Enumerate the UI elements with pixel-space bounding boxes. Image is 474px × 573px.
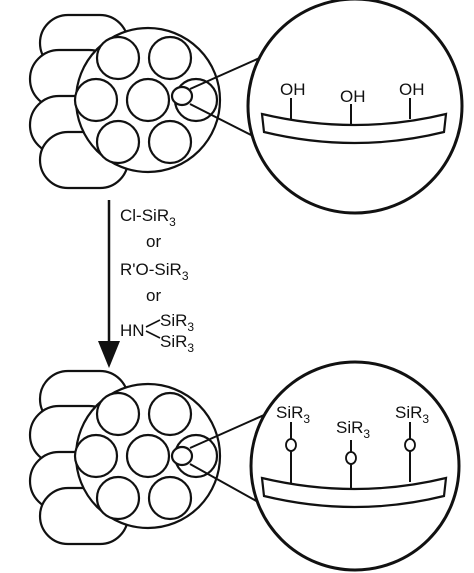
zoom-view-bottom: SiR3 SiR3 SiR3 <box>249 360 461 572</box>
or-label: or <box>146 232 161 251</box>
reagent-chlorosilane: Cl-SiR3 <box>120 206 176 229</box>
hydroxyl-label: OH <box>399 80 425 99</box>
pore-wall-surface <box>260 112 448 145</box>
pore-bundle-bottom <box>28 369 222 546</box>
reaction-arrow <box>98 200 120 368</box>
oxygen-atom <box>345 451 357 465</box>
pore-opening <box>125 433 171 479</box>
pore-opening <box>95 475 141 521</box>
pore-opening <box>73 433 119 479</box>
reagent-disilazane-lower: SiR3 <box>160 332 194 355</box>
pore-opening <box>147 391 193 437</box>
hydroxyl-label: OH <box>340 87 366 106</box>
pore-opening <box>125 77 171 123</box>
reagent-alkoxysilane: R'O-SiR3 <box>120 260 189 283</box>
pore-opening <box>95 391 141 437</box>
pore-opening <box>73 77 119 123</box>
silyl-label: SiR3 <box>336 418 370 441</box>
silyl-ether-group: SiR3 <box>336 418 370 488</box>
pore-opening <box>147 119 193 165</box>
silyl-label: SiR3 <box>276 403 310 426</box>
pore-opening <box>147 35 193 81</box>
reagent-list: Cl-SiR3 or R'O-SiR3 or HN SiR3 SiR3 <box>120 206 194 355</box>
oxygen-atom <box>285 438 297 452</box>
magnified-circle <box>246 0 464 215</box>
arrowhead <box>98 341 120 368</box>
zoom-spot <box>170 85 194 107</box>
oxygen-atom <box>404 438 416 452</box>
reagent-disilazane-upper: SiR3 <box>160 311 194 334</box>
or-label: or <box>146 286 161 305</box>
hydroxyl-label: OH <box>280 80 306 99</box>
reagent-disilazane-hn: HN <box>120 321 145 340</box>
zoom-view-top: OH OH OH <box>246 0 464 215</box>
silyl-ether-group: SiR3 <box>276 403 310 483</box>
pore-opening <box>147 475 193 521</box>
pore-opening <box>95 119 141 165</box>
silyl-label: SiR3 <box>395 403 429 426</box>
zoom-spot <box>170 445 194 467</box>
magnified-circle <box>249 360 461 572</box>
pore-opening <box>95 35 141 81</box>
silyl-ether-group: SiR3 <box>395 403 429 482</box>
pore-wall-surface <box>260 476 448 509</box>
pore-bundle-top <box>28 13 222 190</box>
